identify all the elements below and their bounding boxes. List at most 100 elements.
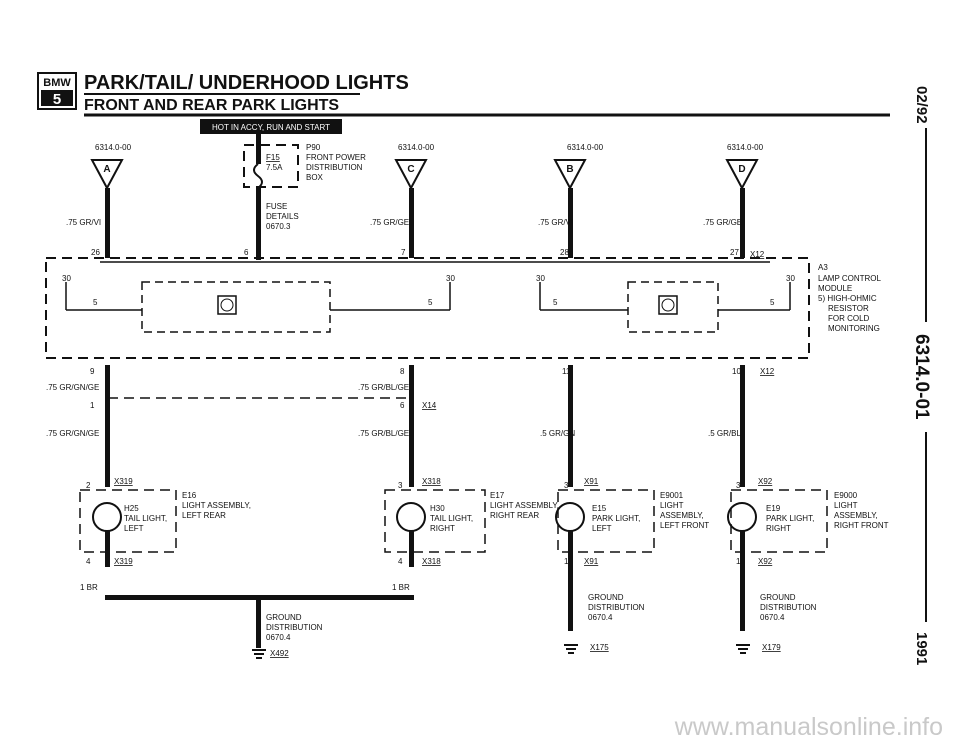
pin-5-d: 5 (770, 298, 775, 307)
bulb-icon (92, 502, 122, 532)
fuse-box-line-2: DISTRIBUTION (306, 163, 363, 172)
ground-line-1: GROUND (266, 613, 302, 622)
lamp-code: H30 (430, 504, 445, 513)
ground-conn: X175 (590, 643, 609, 652)
lamp-ref: E16 (182, 491, 197, 500)
ground-icon (564, 644, 578, 654)
lamp-conn-bottom: X91 (584, 557, 599, 566)
output-wire: .75 GR/BL/GE (358, 383, 409, 392)
lamp-park-left: 3 X91 E15 PARK LIGHT, LEFT E9001 LIGHT A… (555, 477, 709, 631)
ground-wire-left: 1 BR (80, 583, 98, 592)
lamp-ref: E17 (490, 491, 505, 500)
pin-30-a: 30 (62, 274, 71, 283)
fuse-details-3: 0670.3 (266, 222, 291, 231)
output-wire-3: 11 .5 GR/GN (540, 365, 575, 487)
source-ref: 6314.0-00 (567, 143, 604, 152)
ground-line-3: 0670.4 (760, 613, 785, 622)
source-ref: 6314.0-00 (95, 143, 132, 152)
module-line-1: LAMP CONTROL (818, 274, 882, 283)
source-letter: B (566, 164, 573, 175)
bmw-logo: BMW 5 (37, 72, 77, 110)
fuse-box-line-3: BOX (306, 173, 324, 182)
ground-icon (252, 649, 266, 659)
lamp-ref: E9001 (660, 491, 684, 500)
fuse-f15: P90 F15 7.5A FRONT POWER DISTRIBUTION BO… (243, 134, 366, 260)
output-pin: 10 (732, 367, 741, 376)
source-pin: 28 (560, 248, 569, 257)
output-wire: .75 GR/GN/GE (46, 383, 99, 392)
ground-line-2: DISTRIBUTION (266, 623, 323, 632)
side-year: 1991 (913, 632, 930, 665)
fuse-details-1: FUSE (266, 202, 287, 211)
bulb-icon (727, 502, 757, 532)
lamp-bottom-pin: 4 (86, 557, 91, 566)
ground-line-2: DISTRIBUTION (760, 603, 817, 612)
lamp-assembly-1: LIGHT (660, 501, 684, 510)
lamp-name-2: RIGHT (430, 524, 455, 533)
ground-line-3: 0670.4 (588, 613, 613, 622)
module-line-3: 5) HIGH-OHMIC (818, 294, 877, 303)
lamp-assembly-2: LEFT REAR (182, 511, 226, 520)
output-pin: 9 (90, 367, 95, 376)
fuse-box-line-1: FRONT POWER (306, 153, 366, 162)
source-c: 6314.0-00 C .75 GR/GE 7 (370, 143, 435, 258)
side-date: 02/92 (913, 86, 930, 124)
lamp-conn: X91 (584, 477, 599, 486)
source-wire: .75 GR/VI (66, 218, 101, 227)
ground-line-1: GROUND (760, 593, 796, 602)
lamp-name-2: LEFT (124, 524, 144, 533)
pin-5-b: 5 (553, 298, 558, 307)
lamp-code: E19 (766, 504, 781, 513)
output-wire-2: .5 GR/GN (540, 429, 575, 438)
source-letter: C (407, 164, 414, 175)
lamp-name-1: TAIL LIGHT, (124, 514, 167, 523)
output-wire-2: .75 GR/BL/GE (358, 429, 409, 438)
lamp-conn-bottom: X92 (758, 557, 773, 566)
fuse-name: F15 (266, 153, 280, 162)
output-pin-2: 1 (90, 401, 95, 410)
pin-5-c: 5 (428, 298, 433, 307)
lamp-top-pin: 3 (736, 481, 741, 490)
module-line-6: MONITORING (828, 324, 880, 333)
pin-30-b: 30 (536, 274, 545, 283)
ground-line-1: GROUND (588, 593, 624, 602)
fuse-ref: P90 (306, 143, 321, 152)
lamp-name-1: PARK LIGHT, (592, 514, 640, 523)
output-wire-2: .5 GR/BL (708, 429, 741, 438)
lamp-top-pin: 3 (398, 481, 403, 490)
lamp-conn-bottom: X318 (422, 557, 441, 566)
lamp-conn: X319 (114, 477, 133, 486)
module-ref: A3 (818, 263, 828, 272)
fuse-details-2: DETAILS (266, 212, 299, 221)
module-line-2: MODULE (818, 284, 852, 293)
source-letter: A (103, 164, 110, 175)
source-ref: 6314.0-00 (727, 143, 764, 152)
module-line-5: FOR COLD (828, 314, 870, 323)
source-d: 6314.0-00 D .75 GR/GE 27 (703, 143, 764, 258)
lamp-top-pin: 2 (86, 481, 91, 490)
source-wire: .75 GR/VI (538, 218, 573, 227)
lamp-name-1: TAIL LIGHT, (430, 514, 473, 523)
module-line-4: RESISTOR (828, 304, 869, 313)
pin-5-a: 5 (93, 298, 98, 307)
output-wire-2: 8 .75 GR/BL/GE 6 X14 .75 GR/BL/GE (358, 365, 437, 487)
ground-front-right: GROUND DISTRIBUTION 0670.4 X179 (736, 593, 817, 654)
output-pin: 11 (562, 367, 571, 376)
pin-30-c: 30 (446, 274, 455, 283)
lamp-conn: X92 (758, 477, 773, 486)
source-pin: 27 (730, 248, 739, 257)
pin-30-d: 30 (786, 274, 795, 283)
page-title: PARK/TAIL/ UNDERHOOD LIGHTS (84, 72, 409, 94)
lamp-park-right: 3 X92 E19 PARK LIGHT, RIGHT E9000 LIGHT … (727, 477, 889, 631)
page-subtitle: FRONT AND REAR PARK LIGHTS (84, 97, 339, 114)
output-wire-4: 10 X12 .5 GR/BL (708, 365, 775, 487)
lamp-assembly-2: ASSEMBLY, (834, 511, 878, 520)
output-conn: X12 (760, 367, 775, 376)
output-pin: 8 (400, 367, 405, 376)
ground-rear: 1 BR 1 BR GROUND DISTRIBUTION 0670.4 X49… (80, 583, 414, 659)
lamp-name-1: PARK LIGHT, (766, 514, 814, 523)
ground-conn: X179 (762, 643, 781, 652)
lamp-code: E15 (592, 504, 607, 513)
lamp-name-2: LEFT (592, 524, 612, 533)
output-wire-2: .75 GR/GN/GE (46, 429, 99, 438)
